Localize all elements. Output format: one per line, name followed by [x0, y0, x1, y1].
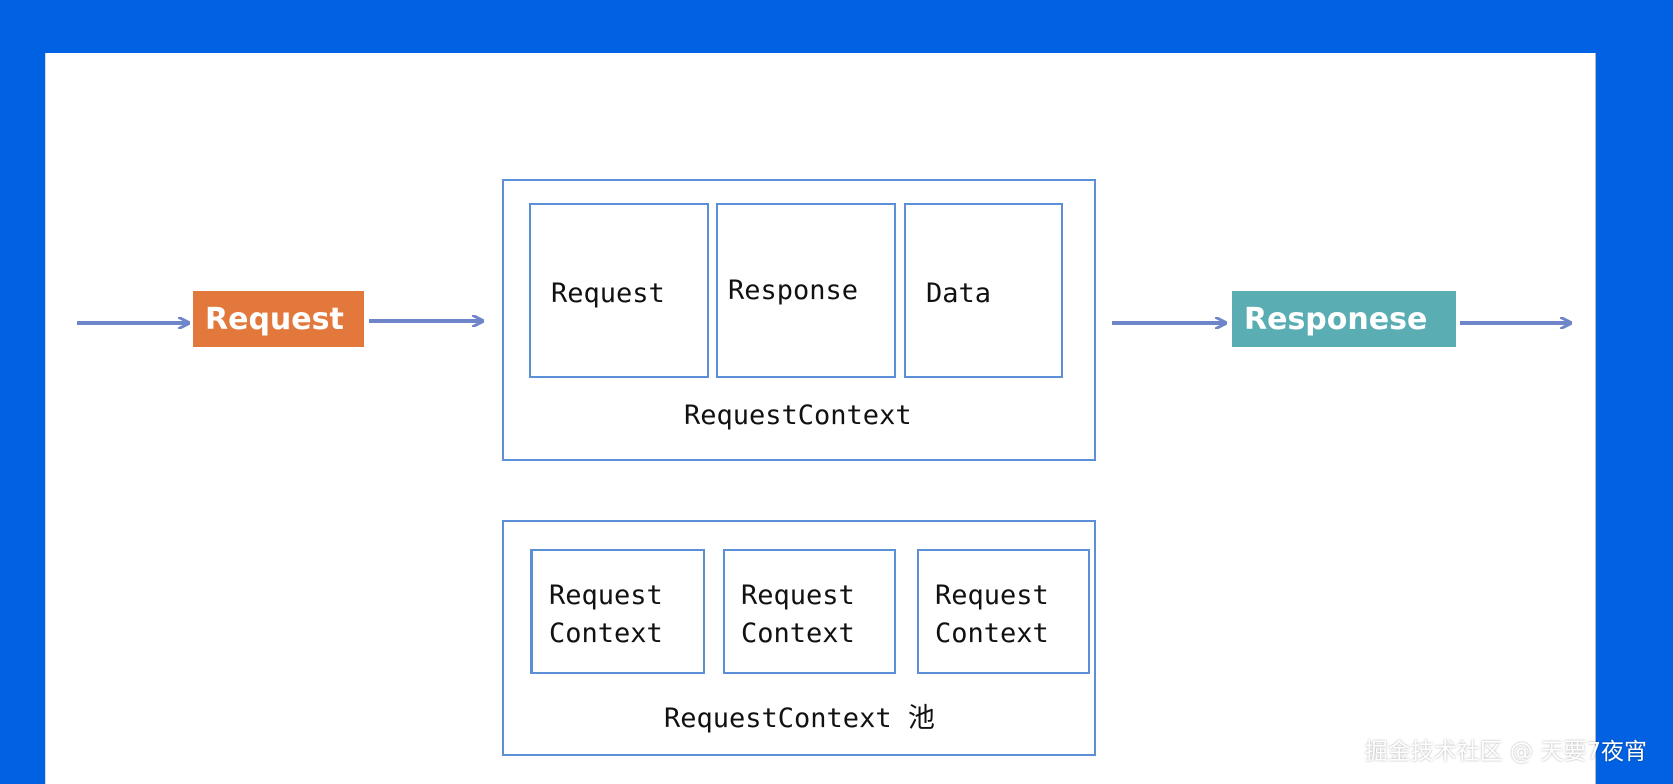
request-context-title: RequestContext — [684, 400, 912, 431]
member-label: Request — [551, 278, 665, 309]
member-label: Response — [728, 275, 859, 306]
request-tag: Request — [193, 291, 364, 347]
pool-item-line2: Context — [935, 617, 1049, 649]
pool-item: Request Context — [917, 549, 1090, 674]
context-member-request: Request — [529, 203, 709, 378]
pool-item: Request Context — [723, 549, 896, 674]
pool-item-line1: Request — [549, 580, 663, 611]
pool-item-line1: Request — [935, 580, 1049, 611]
member-label: Data — [926, 278, 992, 309]
context-member-data: Data — [904, 203, 1063, 378]
context-member-response: Response — [716, 203, 896, 378]
pool-item-line1: Request — [741, 580, 855, 611]
context-pool-title: RequestContext 池 — [664, 703, 935, 734]
response-tag: Responese — [1232, 291, 1456, 347]
request-context-frame — [502, 179, 1096, 461]
source-watermark: 掘金技术社区 @ 天要7夜宵 — [1364, 739, 1647, 765]
context-pool-frame — [502, 520, 1096, 756]
pool-item-line2: Context — [549, 617, 663, 649]
pool-item: Request Context — [530, 549, 705, 674]
diagram-canvas — [45, 53, 1596, 784]
pool-item-line2: Context — [741, 617, 855, 649]
